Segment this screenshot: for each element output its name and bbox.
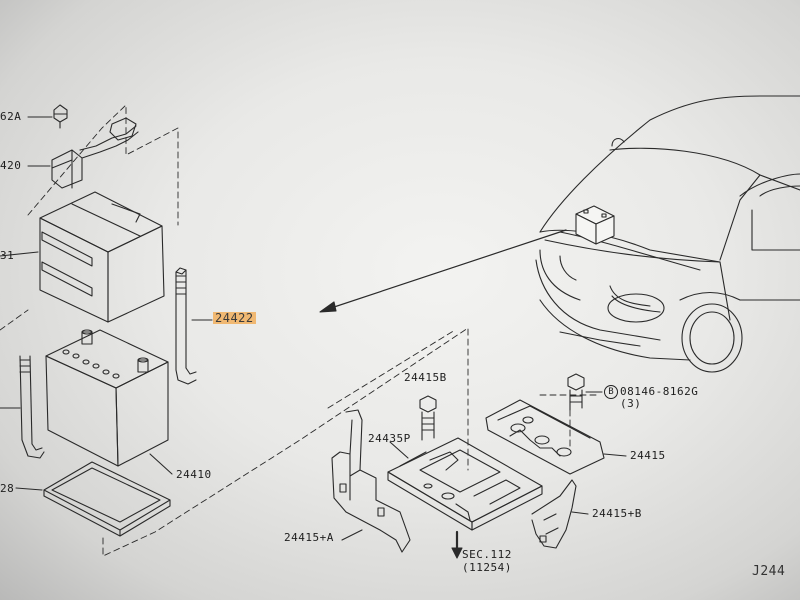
- label-24415b: 24415B: [404, 371, 447, 384]
- drawing-code: J244: [752, 564, 786, 579]
- label-62a: 62A: [0, 110, 22, 123]
- bolt-marker-b: B: [604, 385, 618, 399]
- bolt-08146: [567, 373, 603, 411]
- sec-arrow: [451, 530, 463, 559]
- bracket-24415-b: [531, 479, 589, 549]
- label-420: 420: [0, 159, 22, 172]
- label-bolt-code: 08146-8162G: [620, 385, 699, 398]
- pointer-arrow: [319, 229, 567, 313]
- label-28: 28: [0, 482, 15, 495]
- vehicle-outline: [535, 95, 800, 373]
- dashed-assembly-lines: [0, 104, 601, 557]
- label-24422: 24422: [213, 311, 256, 325]
- label-bolt-qty: (3): [620, 397, 642, 410]
- label-sec-ref-number: (11254): [462, 561, 512, 574]
- label-24415-a: 24415+A: [284, 531, 334, 544]
- battery-cover: [0, 191, 165, 323]
- bracket-24415-a: [331, 409, 411, 553]
- label-24415-plus-b: 24415+B: [592, 507, 642, 520]
- label-24410: 24410: [176, 468, 212, 481]
- hold-down-rod-right: [175, 267, 213, 385]
- vehicle-battery-location: [575, 205, 615, 245]
- bolt-24415b: [419, 395, 437, 441]
- battery-tray: [387, 437, 543, 531]
- bolt-62a: [27, 104, 68, 129]
- bracket-24415: [485, 399, 627, 475]
- label-24435p: 24435P: [368, 432, 411, 445]
- battery-tray-pad: [15, 461, 171, 537]
- hold-down-rod-left: [0, 355, 45, 459]
- battery-clamp: [27, 117, 139, 189]
- label-24415: 24415: [630, 449, 666, 462]
- label-31: 31: [0, 249, 15, 262]
- battery: [45, 329, 173, 475]
- label-sec-ref: SEC.112: [462, 548, 512, 561]
